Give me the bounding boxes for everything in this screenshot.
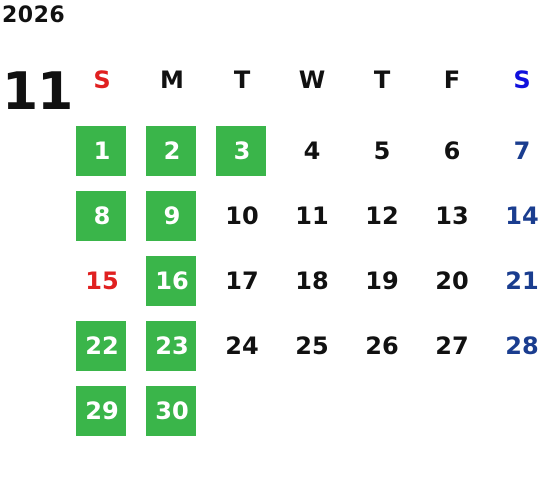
calendar-day-7[interactable]: 7 [487,125,548,177]
calendar-day-15[interactable]: 15 [67,255,137,307]
calendar-day-10[interactable]: 10 [207,190,277,242]
day-number: 25 [295,332,329,360]
weekday-header-fri: F [443,66,461,94]
calendar-day-8[interactable]: 8 [67,190,137,242]
day-number: 12 [365,202,399,230]
day-number: 7 [513,137,531,165]
calendar-day-25[interactable]: 25 [277,320,347,372]
calendar-day-30[interactable]: 30 [137,385,207,437]
calendar-day-12[interactable]: 12 [347,190,417,242]
calendar-day-18[interactable]: 18 [277,255,347,307]
calendar-day-22[interactable]: 22 [67,320,137,372]
day-number: 19 [365,267,399,295]
day-number: 9 [163,202,181,230]
day-number: 5 [373,137,391,165]
day-number: 20 [435,267,469,295]
calendar-day-29[interactable]: 29 [67,385,137,437]
calendar-day-23[interactable]: 23 [137,320,207,372]
day-number: 27 [435,332,469,360]
day-number: 26 [365,332,399,360]
day-number: 2 [163,137,181,165]
calendar-day-11[interactable]: 11 [277,190,347,242]
calendar-day-5[interactable]: 5 [347,125,417,177]
calendar-day-14[interactable]: 14 [487,190,548,242]
day-number: 4 [303,137,321,165]
year-label: 2026 [2,3,66,28]
day-number: 11 [295,202,329,230]
day-number: 6 [443,137,461,165]
calendar-day-26[interactable]: 26 [347,320,417,372]
calendar-day-4[interactable]: 4 [277,125,347,177]
calendar-day-21[interactable]: 21 [487,255,548,307]
calendar-day-9[interactable]: 9 [137,190,207,242]
calendar-day-3[interactable]: 3 [207,125,277,177]
calendar-day-20[interactable]: 20 [417,255,487,307]
weekday-header-tue: T [233,66,251,94]
day-number: 3 [233,137,251,165]
calendar-day-13[interactable]: 13 [417,190,487,242]
calendar-day-17[interactable]: 17 [207,255,277,307]
day-number: 24 [225,332,259,360]
calendar-day-19[interactable]: 19 [347,255,417,307]
weekday-header-wed: W [298,66,326,94]
day-number: 21 [505,267,539,295]
day-number: 1 [93,137,111,165]
day-number: 23 [155,332,189,360]
calendar-day-27[interactable]: 27 [417,320,487,372]
calendar-day-24[interactable]: 24 [207,320,277,372]
day-number: 17 [225,267,259,295]
calendar-day-16[interactable]: 16 [137,255,207,307]
calendar-day-28[interactable]: 28 [487,320,548,372]
day-number: 15 [85,267,119,295]
day-number: 18 [295,267,329,295]
day-number: 29 [85,397,119,425]
weekday-header-sun: S [93,66,111,94]
calendar-day-1[interactable]: 1 [67,125,137,177]
day-number: 10 [225,202,259,230]
day-number: 22 [85,332,119,360]
weekday-header-thu: T [373,66,391,94]
weekday-header-mon: M [160,66,184,94]
month-number: 11 [2,62,73,122]
day-number: 8 [93,202,111,230]
day-number: 16 [155,267,189,295]
day-number: 14 [505,202,539,230]
day-number: 30 [155,397,189,425]
day-number: 13 [435,202,469,230]
calendar-day-6[interactable]: 6 [417,125,487,177]
weekday-header-sat: S [513,66,531,94]
day-number: 28 [505,332,539,360]
calendar-day-2[interactable]: 2 [137,125,207,177]
